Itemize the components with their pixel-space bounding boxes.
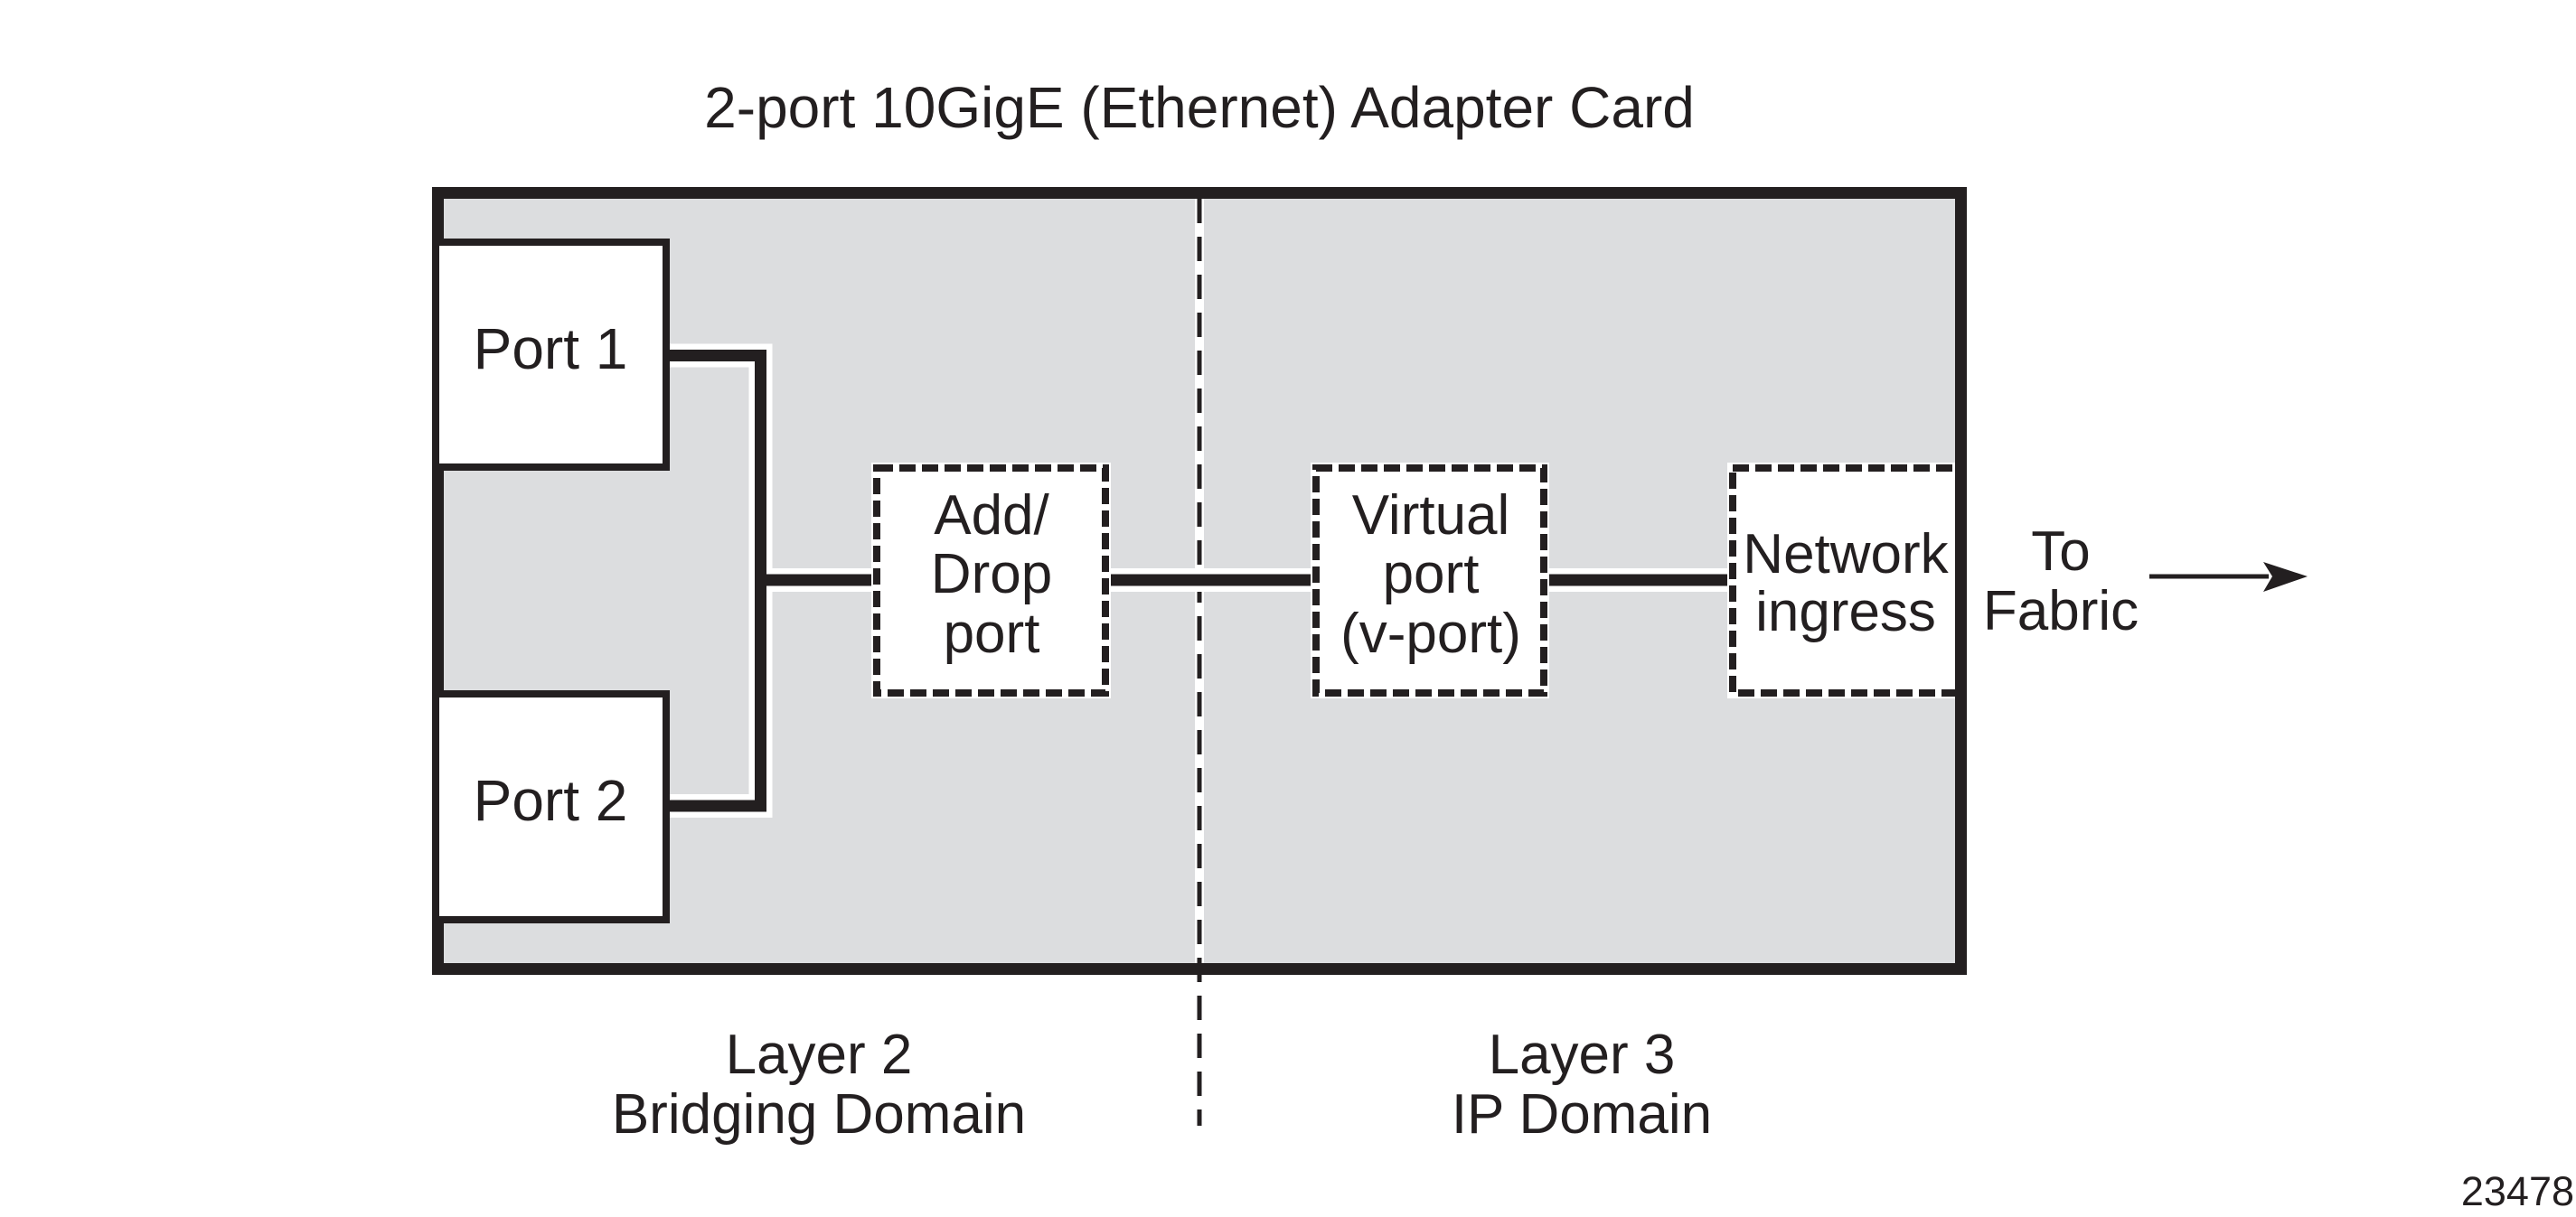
vport-label-line-2: port <box>1383 543 1480 605</box>
network-ingress[interactable]: Network ingress <box>1727 463 1964 698</box>
add-drop-label-line-2: Drop <box>931 543 1052 605</box>
port-1-label: Port 1 <box>474 316 628 381</box>
diagram-title: 2-port 10GigE (Ethernet) Adapter Card <box>704 75 1695 140</box>
add-drop-label-line-1: Add/ <box>934 484 1049 547</box>
port-2[interactable]: Port 2 <box>432 690 670 923</box>
port-2-label: Port 2 <box>474 768 628 833</box>
to-fabric-arrow-icon <box>2149 562 2308 592</box>
add-drop-label-line-3: port <box>944 603 1040 665</box>
to-fabric-label-line-2: Fabric <box>1983 580 2139 642</box>
to-fabric-label-line-1: To <box>2031 520 2090 583</box>
figure-id: 23478 <box>2461 1168 2574 1214</box>
layer2-label-line-2: Bridging Domain <box>612 1083 1026 1146</box>
layer3-label-line-1: Layer 3 <box>1489 1024 1676 1086</box>
virtual-port[interactable]: Virtual port (v-port) <box>1311 463 1549 698</box>
add-drop-port[interactable]: Add/ Drop port <box>871 463 1111 698</box>
vport-label-line-1: Virtual <box>1352 484 1510 547</box>
port-bus-connector <box>670 343 874 818</box>
network-ingress-label-line-1: Network <box>1743 523 1949 585</box>
layer3-label-line-2: IP Domain <box>1452 1083 1712 1146</box>
port-1[interactable]: Port 1 <box>432 239 670 471</box>
vport-label-line-3: (v-port) <box>1340 603 1521 665</box>
network-ingress-label-line-2: ingress <box>1755 581 1936 643</box>
layer2-label-line-1: Layer 2 <box>726 1024 913 1086</box>
